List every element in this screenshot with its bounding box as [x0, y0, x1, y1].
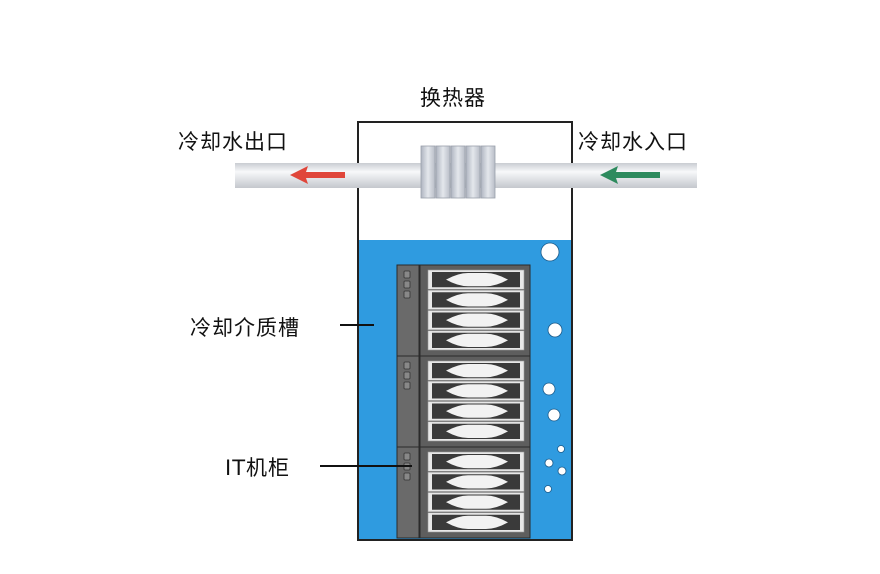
- heat-exchanger-fin: [465, 145, 481, 199]
- server-side-panel: [396, 264, 420, 357]
- status-led-icon: [403, 371, 411, 380]
- bubble: [547, 408, 561, 422]
- outlet-flow-arrow: [290, 166, 345, 184]
- server-side-panel: [396, 355, 420, 448]
- drive-bay: [427, 471, 525, 492]
- drive-bay: [427, 512, 525, 533]
- server-unit: [396, 355, 531, 448]
- drive-bay: [427, 380, 525, 401]
- heat-exchanger-label: 换热器: [420, 86, 486, 110]
- drive-bay: [427, 360, 525, 381]
- status-led-icon: [403, 280, 411, 289]
- drive-bay: [427, 492, 525, 513]
- bubbles: [540, 242, 567, 493]
- drive-bay: [427, 289, 525, 310]
- heat-exchanger-fin: [435, 145, 451, 199]
- heat-exchanger: [420, 145, 496, 199]
- bubble: [557, 445, 565, 453]
- server-side-panel: [396, 446, 420, 539]
- coolant-inlet-label: 冷却水入口: [578, 130, 688, 154]
- coolant-tank-label: 冷却介质槽: [190, 316, 300, 340]
- heat-exchanger-fin: [450, 145, 466, 199]
- drive-bay: [427, 310, 525, 331]
- coolant-outlet-label: 冷却水出口: [178, 130, 288, 154]
- bubble: [557, 466, 567, 476]
- bubble: [547, 322, 563, 338]
- drive-bay: [427, 401, 525, 422]
- bubble: [544, 485, 552, 493]
- status-led-icon: [403, 381, 411, 390]
- drive-bay: [427, 421, 525, 442]
- status-led-icon: [403, 361, 411, 370]
- server-unit: [396, 446, 531, 539]
- drive-bay: [427, 269, 525, 290]
- server-unit: [396, 264, 531, 357]
- bubble: [544, 458, 554, 468]
- status-led-icon: [403, 452, 411, 461]
- drive-bay: [427, 330, 525, 351]
- bubble: [542, 382, 556, 396]
- it-cabinet-label: IT机柜: [225, 456, 291, 480]
- heat-exchanger-fin: [420, 145, 436, 199]
- bubble: [540, 242, 560, 262]
- inlet-flow-arrow: [600, 166, 660, 184]
- it-cabinet: [396, 264, 531, 539]
- status-led-icon: [403, 472, 411, 481]
- status-led-icon: [403, 270, 411, 279]
- status-led-icon: [403, 290, 411, 299]
- heat-exchanger-fin: [480, 145, 496, 199]
- heat-exchanger-enclosure: [357, 121, 573, 541]
- drive-bay: [427, 451, 525, 472]
